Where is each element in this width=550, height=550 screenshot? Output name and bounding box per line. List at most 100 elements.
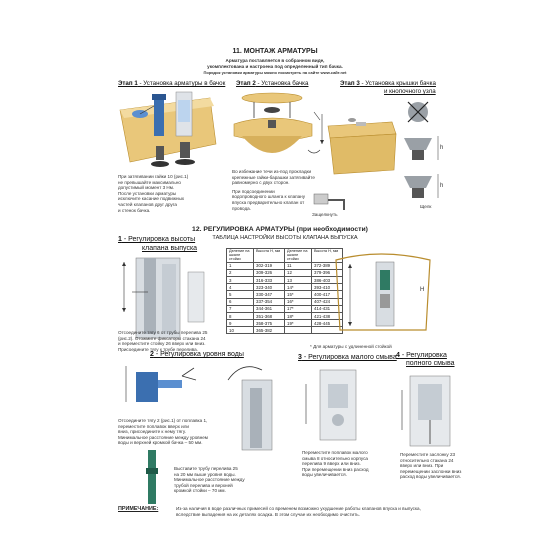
- reg2-note-line: Минимальное расстояние между уровнем: [118, 434, 208, 440]
- reg2-notes-b: Выставите трубу перелива 25 на 20 мм выш…: [174, 466, 274, 494]
- reg3-note-line: смыва 8 относительно корпуса: [302, 455, 368, 461]
- section11-title: 11. МОНТАЖ АРМАТУРЫ: [232, 48, 318, 55]
- reg1-heading: 1 - Регулировка высоты: [118, 236, 196, 243]
- table-cell: 17*: [284, 304, 312, 313]
- table-cell: 3: [226, 275, 254, 285]
- reg1-heading-2: клапана выпуска: [142, 245, 198, 252]
- table-cell: 372-389: [311, 261, 343, 270]
- reg4-illustration: [401, 375, 451, 447]
- note-line-2: вследствие выпадения на их деталях осадк…: [176, 512, 360, 517]
- stage2-heading: Этап 2 - Установка бачка: [236, 80, 309, 87]
- table-header: Высота Н, мм: [253, 248, 285, 263]
- reg2-noteb-line: на 20 мм выше уровня воды.: [174, 471, 236, 477]
- height-table: Деление на шкале стойки Высота Н, мм Дел…: [226, 248, 343, 335]
- stage2-note-line: Во избежание течи из-под прокладки: [232, 169, 312, 174]
- stage2-note-line: равномерно с двух сторон.: [232, 180, 290, 186]
- reg3-note-line: При перемещении вниз расход: [302, 466, 369, 472]
- table-cell: 323-340: [253, 283, 285, 292]
- table-cell: 337-354: [253, 297, 285, 306]
- reg3-note-line: Переместите поплавок малого: [302, 450, 368, 455]
- note-line-1: Из-за наличия в воде различных примесей …: [176, 506, 421, 511]
- table-cell: 393-410: [311, 283, 343, 292]
- stage1-note-line: При затягивании гайки 10 (рис.1): [118, 174, 189, 179]
- table-cell: 9: [226, 319, 254, 328]
- reg2-note-line: Отсоедините тягу 2 (рис.1) от поплавка 1…: [118, 418, 208, 423]
- stage2-illustration: [233, 92, 321, 154]
- stage3-heading: Этап 3 - Установка крышки бачка: [340, 80, 436, 87]
- hose-connector-illustration: [313, 193, 345, 210]
- reg2-note-line: вниз, присоедините к нему тягу.: [118, 429, 186, 435]
- reg1-note-line: Отсоедините тягу 6 от трубы перелива 25: [118, 330, 208, 335]
- table-cell: 16*: [284, 297, 312, 306]
- section12-title: 12. РЕГУЛИРОВКА АРМАТУРЫ (при необходимо…: [192, 226, 368, 233]
- table-cell: 386-403: [311, 275, 343, 285]
- table-header: Высота Н, мм: [311, 248, 343, 263]
- table-cell: 414-431: [311, 304, 343, 313]
- reg4-note-line: вверх или вниз. При: [400, 463, 444, 469]
- table-cell: 379-396: [311, 268, 343, 277]
- reg2-noteb-line: Минимальное расстояние между: [174, 477, 245, 483]
- h-label-2: h: [440, 183, 444, 189]
- table-title: ТАБЛИЦА НАСТРОЙКИ ВЫСОТЫ КЛАПАНА ВЫПУСКА: [212, 235, 358, 241]
- button-parts-illustration: [404, 101, 439, 198]
- table-cell: 421-438: [311, 311, 343, 321]
- stage1-note-line: частей клапанов друг друга: [118, 201, 177, 207]
- table-cell: 11: [284, 261, 312, 270]
- reg2-arrow-illustration: [227, 366, 273, 451]
- table-cell: 15*: [284, 290, 312, 299]
- stage2-notes: Во избежание течи из-под прокладки крепе…: [232, 169, 342, 211]
- table-cell: 13: [284, 275, 312, 285]
- table-cell: 309-326: [253, 268, 285, 277]
- reg3-note-line: воды увеличивается.: [302, 472, 347, 478]
- shchelk-label: Щелк: [420, 204, 432, 209]
- table-header: Деление на шкале стойки: [284, 248, 312, 263]
- note-label: ПРИМЕЧАНИЕ:: [118, 506, 159, 512]
- reg4-note-line: относительно стакана 24: [400, 457, 454, 463]
- table-cell: 5: [226, 290, 254, 299]
- stage3-illustration: [320, 114, 397, 175]
- reg3-heading: 3 - Регулировка малого смыва: [298, 354, 397, 361]
- reg3-note-line: перелива 9 вверх или вниз.: [302, 461, 361, 467]
- table-cell: 344-361: [253, 304, 285, 313]
- table-cell: 316-333: [253, 275, 285, 285]
- table-cell: 351-368: [253, 311, 285, 321]
- table-cell: 365-382: [253, 326, 285, 335]
- click-label: Защелкнуть: [312, 212, 338, 217]
- table-cell: 358-375: [253, 319, 285, 328]
- table-cell: 7: [226, 304, 254, 313]
- table-header: Деление на шкале стойки: [226, 248, 254, 263]
- reg1-notes: Отсоедините тягу 6 от трубы перелива 25 …: [118, 330, 228, 352]
- table-cell: 428-445: [311, 319, 343, 328]
- reg2-noteb-line: кромкой стойки – 70 мм.: [174, 488, 226, 494]
- height-table-wrapper: Деление на шкале стойки Высота Н, мм Дел…: [226, 248, 343, 335]
- stage2-note-line: провода.: [232, 205, 251, 211]
- reg4-note-line: Переместите заслонку 23: [400, 452, 456, 457]
- table-cell: 2: [226, 268, 254, 277]
- reg2-noteb-line: трубой перелива и верхней: [174, 482, 233, 488]
- table-cell: 19*: [284, 319, 312, 328]
- table-cell: 14*: [284, 283, 312, 292]
- reg1-note-line: (рис.2). Отожмите фиксаторы стакана 24: [118, 335, 206, 341]
- reg2-noteb-line: Выставите трубу перелива 25: [174, 466, 238, 471]
- stage3-heading-2: и кнопочного узла: [384, 88, 436, 95]
- stage2-note-line: водопроводного шланга к клапану: [232, 194, 306, 200]
- table-header-row: Деление на шкале стойки Высота Н, мм Дел…: [226, 248, 343, 263]
- reg4-note-line: расход воды увеличивается.: [400, 474, 461, 480]
- table-footnote: * Для арматуры с удлиненной стойкой: [310, 344, 392, 349]
- table-cell: 400-417: [311, 290, 343, 299]
- reg4-note-line: перемещении заслонки вниз: [400, 468, 462, 474]
- table-cell: 407-424: [311, 297, 343, 306]
- reg4-heading-2: полного смыва: [406, 360, 455, 367]
- table-cell: 4: [226, 283, 254, 292]
- reg1-illustration: [122, 257, 205, 339]
- stage2-note-line: При подсоединении: [232, 188, 275, 194]
- stage1-note-line: допустимый момент 3 Нм.: [118, 185, 175, 191]
